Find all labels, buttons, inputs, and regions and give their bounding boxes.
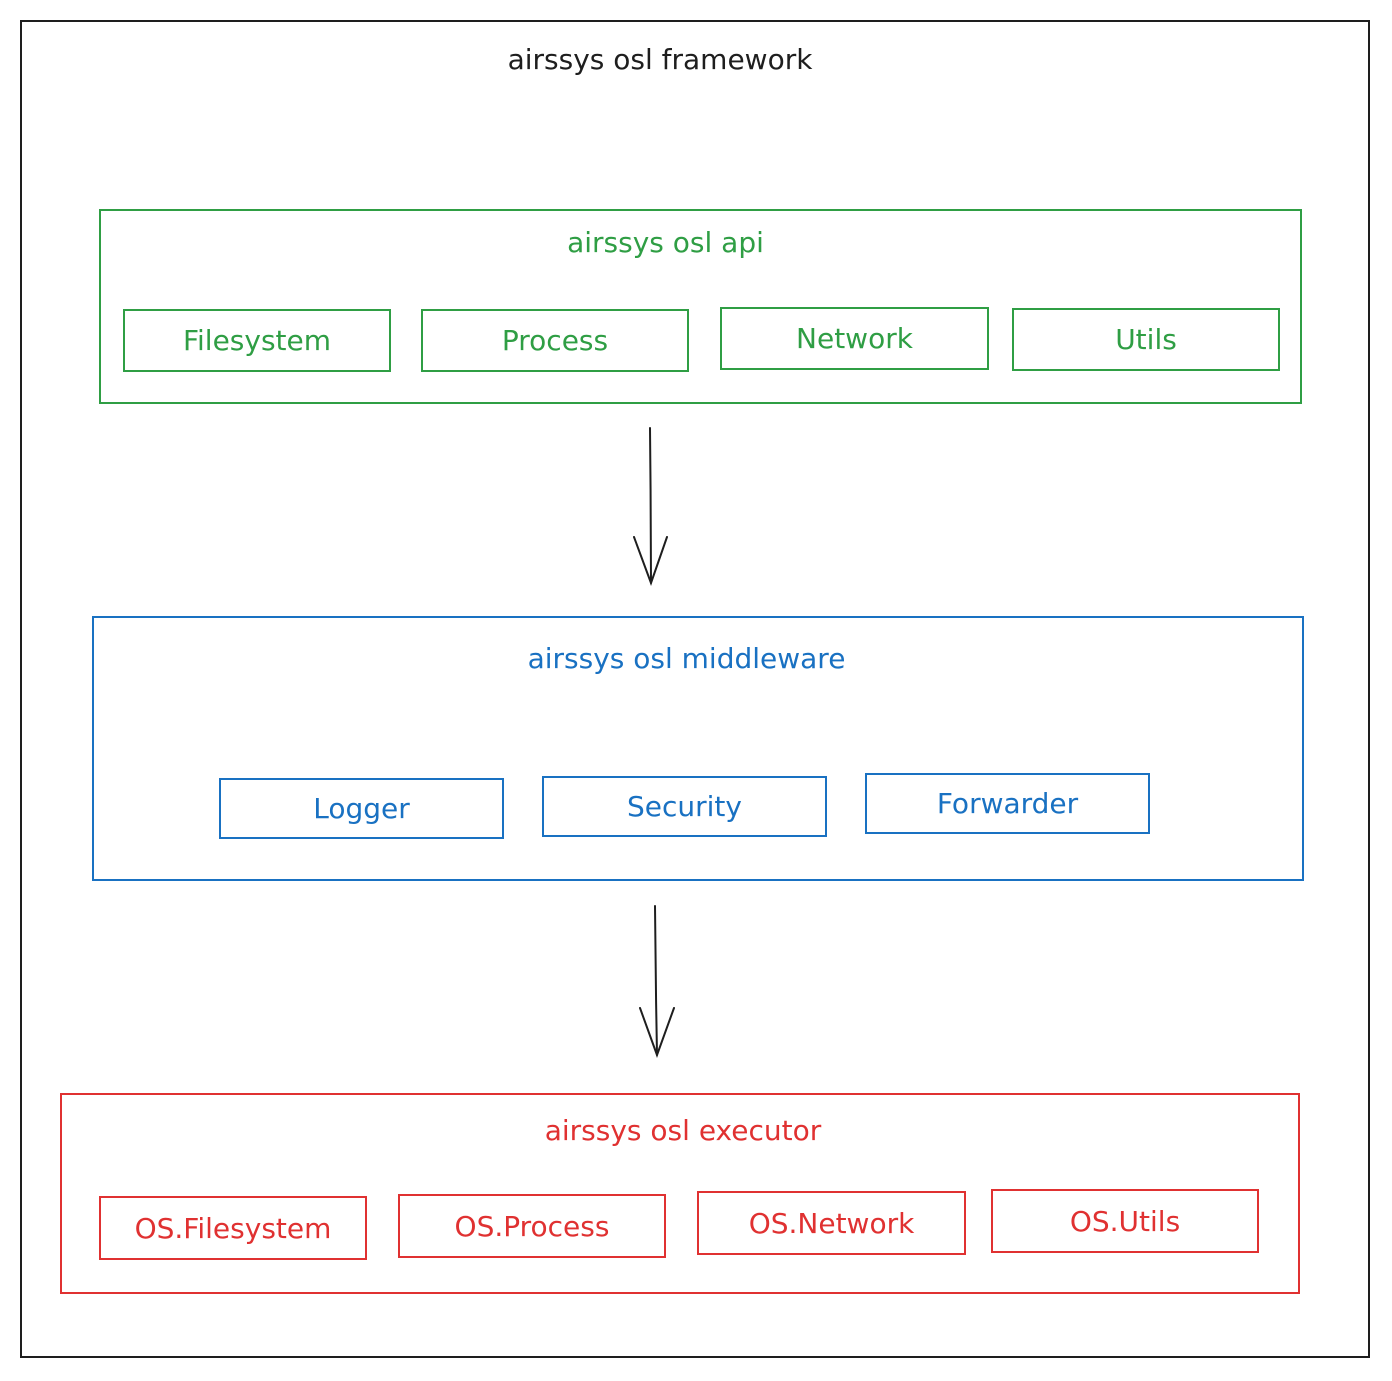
executor-module-os-network: OS.Network [697,1191,966,1255]
framework-frame [20,20,1370,1358]
executor-module-os-process: OS.Process [398,1194,666,1258]
api-module-process: Process [421,309,689,372]
middleware-module-logger: Logger [219,778,504,839]
middleware-layer-title: airssys osl middleware [527,642,846,675]
middleware-module-security: Security [542,776,827,837]
api-module-utils: Utils [1012,308,1280,371]
executor-layer [60,1093,1300,1294]
api-module-network: Network [720,307,989,370]
api-layer-title: airssys osl api [567,226,764,259]
executor-module-os-filesystem: OS.Filesystem [99,1196,367,1260]
framework-title: airssys osl framework [507,43,813,76]
executor-layer-title: airssys osl executor [544,1114,822,1147]
executor-module-os-utils: OS.Utils [991,1189,1259,1253]
api-module-filesystem: Filesystem [123,309,391,372]
api-layer [99,209,1302,404]
middleware-module-forwarder: Forwarder [865,773,1150,834]
middleware-layer [92,616,1304,881]
